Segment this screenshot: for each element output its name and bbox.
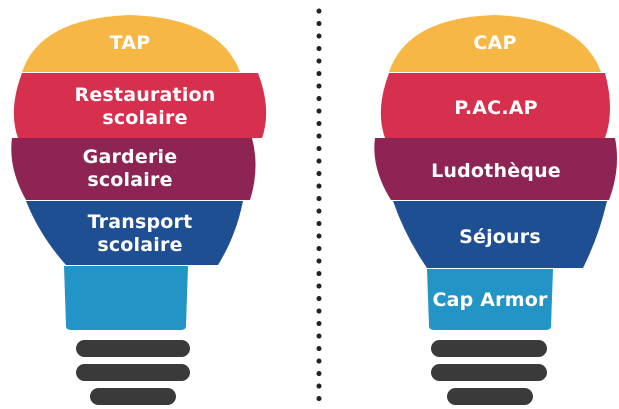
left-base-bar-1 bbox=[76, 340, 190, 357]
left-bulb: TAP Restauration scolaire Garderie scola… bbox=[0, 0, 300, 409]
right-segment-5-shape bbox=[427, 269, 553, 330]
right-base-bar-2 bbox=[431, 364, 547, 381]
right-base-bar-3 bbox=[447, 388, 533, 405]
left-label-tap: TAP bbox=[109, 32, 151, 54]
left-label-garderie: Garderie scolaire bbox=[82, 146, 178, 192]
left-bulb-graphic bbox=[11, 15, 267, 405]
right-segment-1-shape bbox=[389, 15, 601, 72]
left-label-restauration: Restauration scolaire bbox=[74, 84, 216, 130]
right-base-bar-1 bbox=[431, 340, 547, 357]
right-label-pacap: P.AC.AP bbox=[454, 97, 538, 119]
center-divider bbox=[316, 8, 322, 408]
left-base-bar-3 bbox=[90, 388, 176, 405]
right-segment-2-shape bbox=[380, 73, 610, 138]
right-label-cap-armor: Cap Armor bbox=[432, 289, 548, 311]
left-segment-4-shape bbox=[26, 201, 243, 265]
right-segment-3-shape bbox=[374, 138, 617, 200]
left-segment-3-shape bbox=[11, 138, 256, 200]
right-segment-4-shape bbox=[393, 201, 607, 268]
left-segment-5-shape bbox=[64, 266, 188, 330]
right-bulb-graphic bbox=[374, 15, 617, 405]
left-segment-1-shape bbox=[22, 15, 240, 72]
left-base-bar-2 bbox=[76, 364, 190, 381]
left-segment-2-shape bbox=[13, 73, 267, 138]
right-label-ludotheque: Ludothèque bbox=[431, 160, 561, 182]
right-label-cap: CAP bbox=[473, 32, 517, 54]
right-label-sejours: Séjours bbox=[459, 226, 541, 248]
left-label-transport: Transport scolaire bbox=[87, 211, 193, 257]
right-bulb: CAP P.AC.AP Ludothèque Séjours Cap Armor bbox=[319, 0, 619, 409]
